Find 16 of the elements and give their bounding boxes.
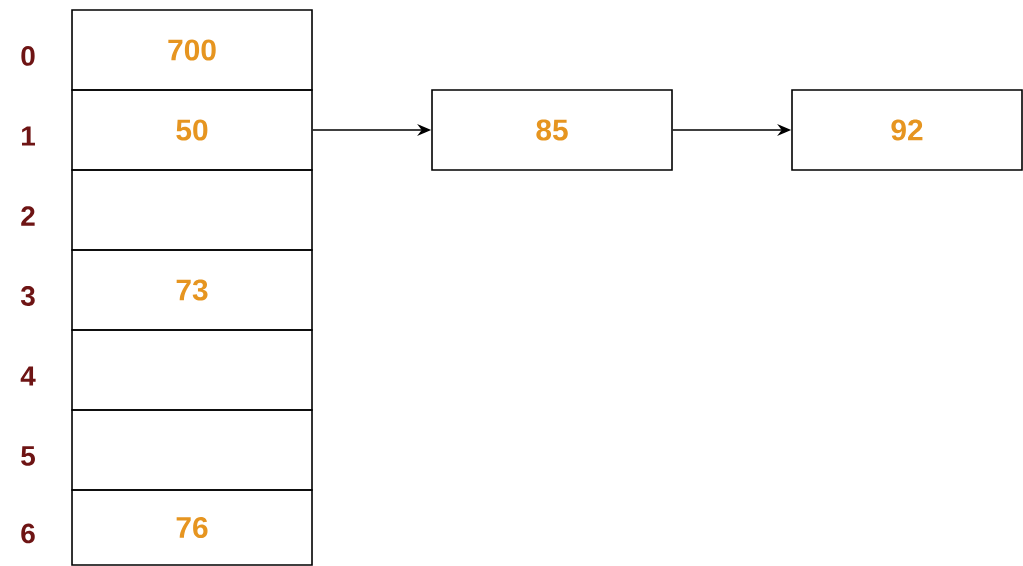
index-label: 3 (20, 286, 35, 306)
value-box: 76 (71, 489, 313, 566)
value-box: 73 (71, 249, 313, 331)
empty-box (71, 329, 313, 411)
value-box: 92 (791, 89, 1023, 171)
index-label: 5 (21, 446, 35, 466)
index-label: 4 (20, 366, 36, 386)
empty-box (71, 169, 313, 251)
empty-box (71, 409, 313, 491)
value-box: 85 (431, 89, 673, 171)
index-label: 6 (21, 523, 35, 544)
index-label: 2 (21, 206, 35, 226)
index-label: 1 (22, 126, 35, 146)
index-label: 0 (21, 46, 35, 66)
value-box: 700 (71, 9, 313, 91)
value-box: 50 (71, 89, 313, 171)
